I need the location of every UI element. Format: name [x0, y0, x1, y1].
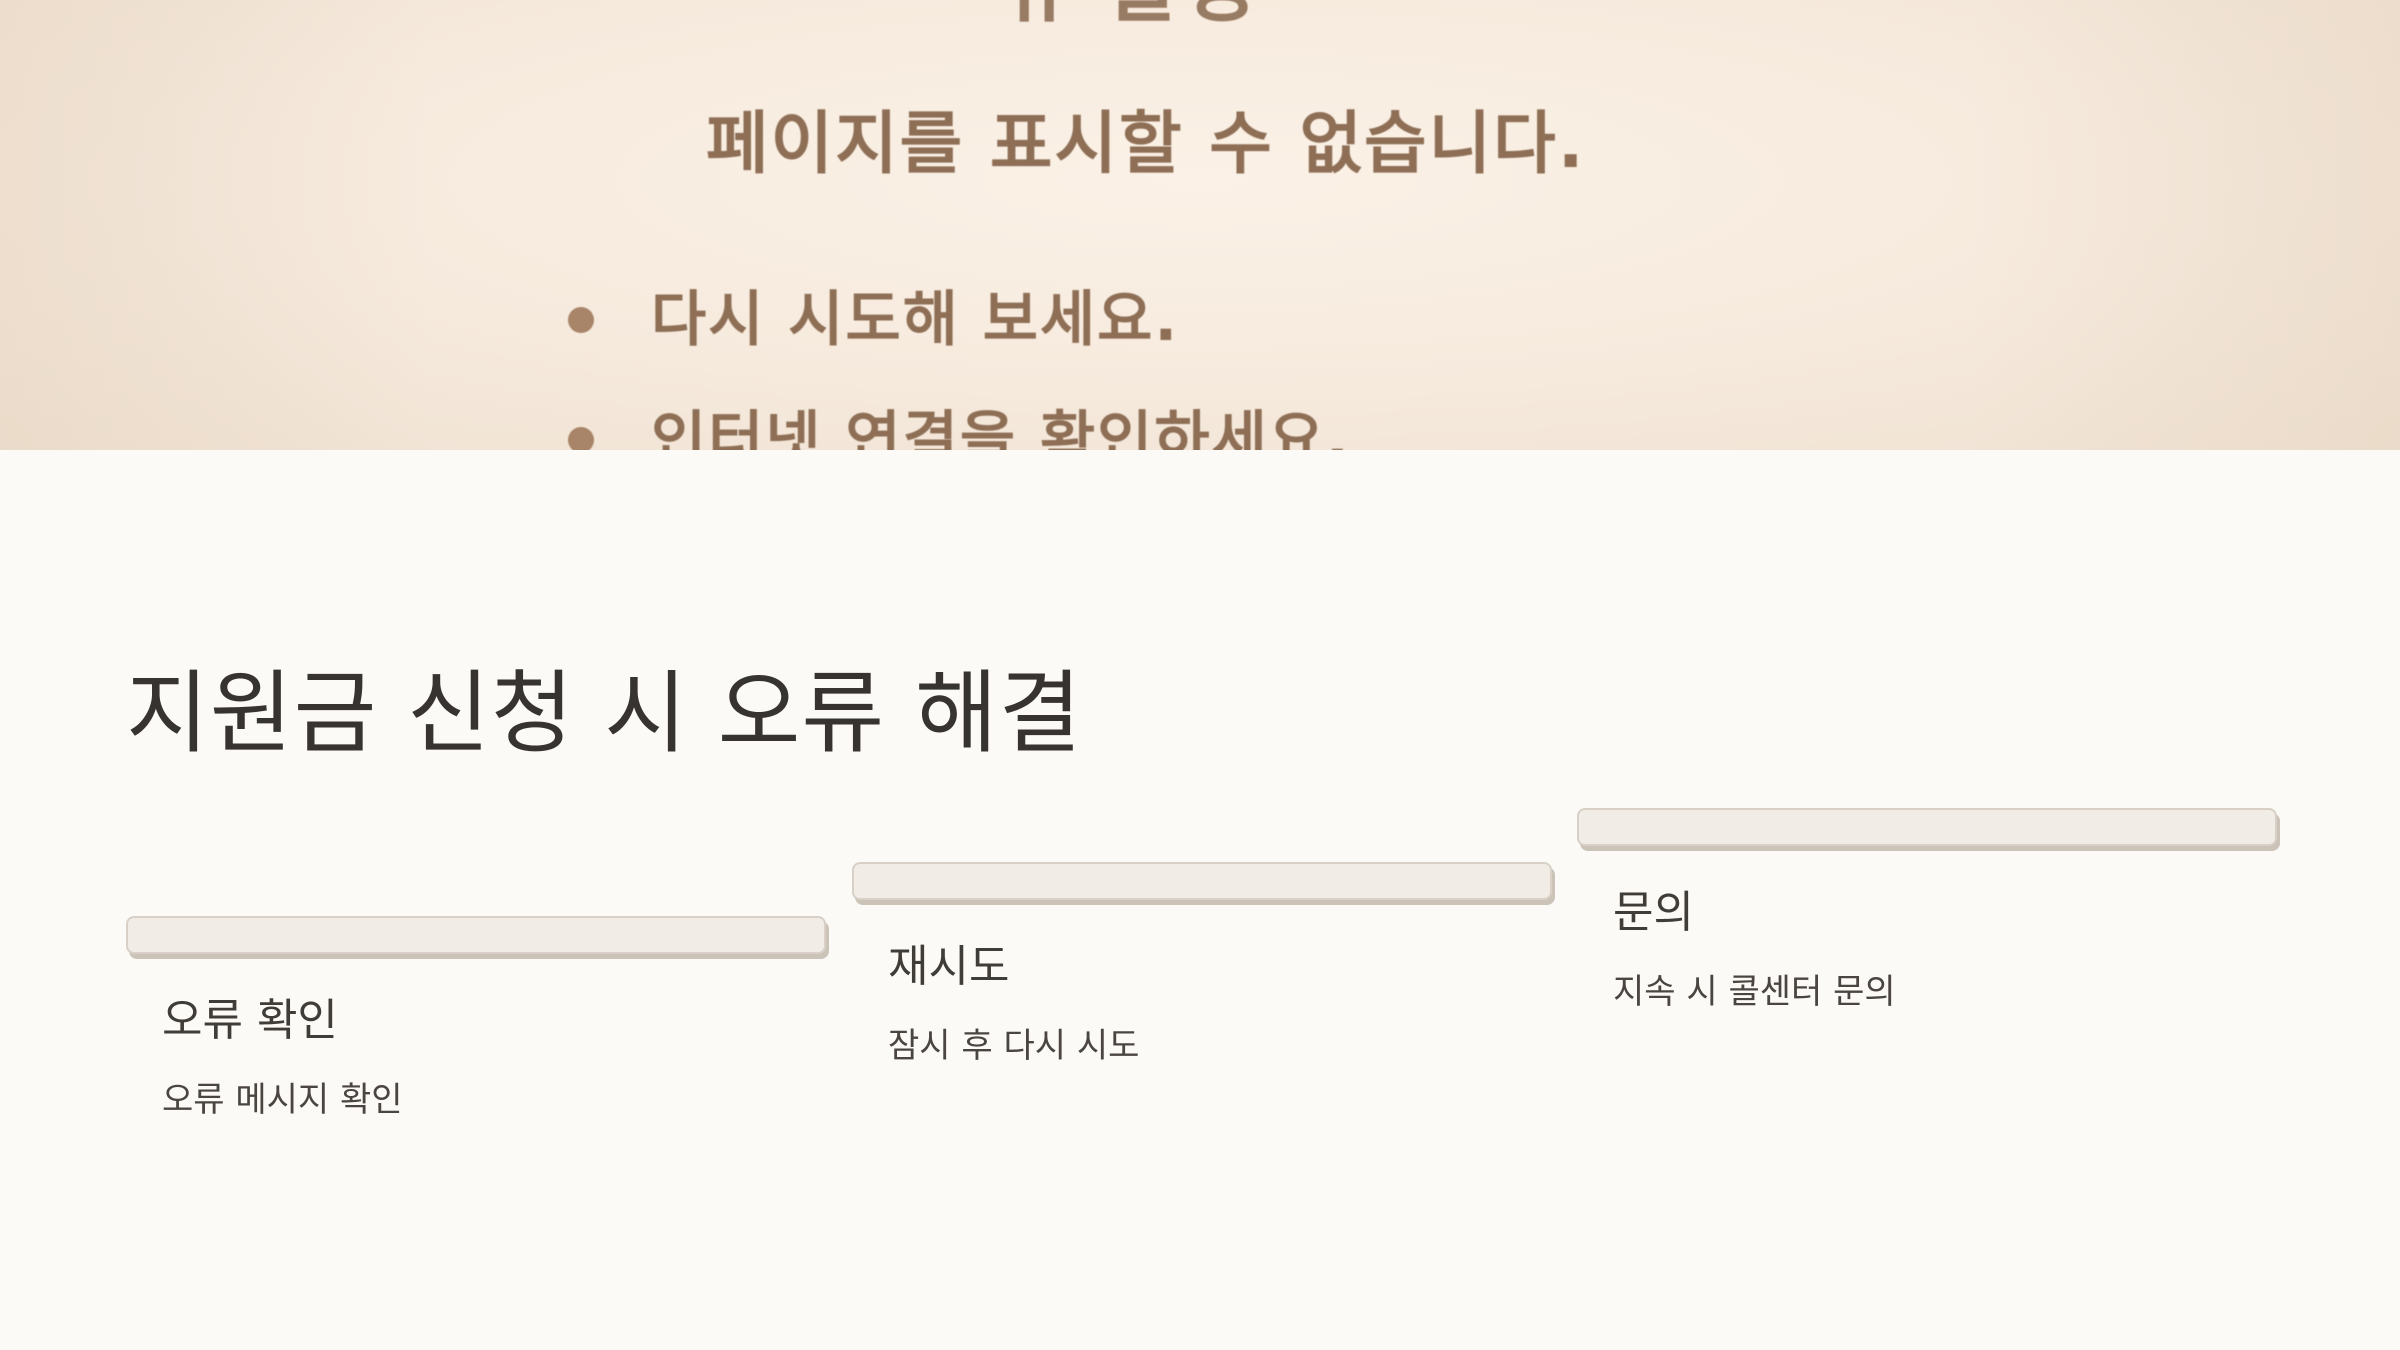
step-label: 재시도 — [888, 941, 1010, 992]
hero-error-image: 류 발생 페이지를 표시할 수 없습니다. 다시 시도해 보세요. 인터넷 연결… — [0, 0, 2400, 450]
hero-bullet-item: 다시 시도해 보세요. — [566, 270, 1351, 390]
step-bar — [126, 916, 826, 954]
step-description: 지속 시 콜센터 문의 — [1613, 972, 1896, 1012]
step-label: 문의 — [1613, 887, 1694, 938]
hero-error-heading: 류 발생 — [1000, 0, 1257, 38]
bullet-dot-icon — [568, 427, 594, 450]
hero-bullet-list: 다시 시도해 보세요. 인터넷 연결을 확인하세요. — [566, 270, 1351, 450]
hero-bullet-item: 인터넷 연결을 확인하세요. — [566, 390, 1351, 450]
hero-bullet-text: 인터넷 연결을 확인하세요. — [651, 405, 1351, 450]
step-description: 오류 메시지 확인 — [162, 1080, 403, 1120]
step-bar — [852, 862, 1552, 900]
page-title: 지원금 신청 시 오류 해결 — [126, 661, 1083, 766]
step-bar — [1577, 808, 2277, 846]
hero-bullet-text: 다시 시도해 보세요. — [651, 285, 1180, 355]
hero-error-subtitle: 페이지를 표시할 수 없습니다. — [706, 105, 1586, 184]
step-label: 오류 확인 — [162, 995, 338, 1046]
step-description: 잠시 후 다시 시도 — [888, 1026, 1140, 1066]
bullet-dot-icon — [568, 307, 594, 333]
